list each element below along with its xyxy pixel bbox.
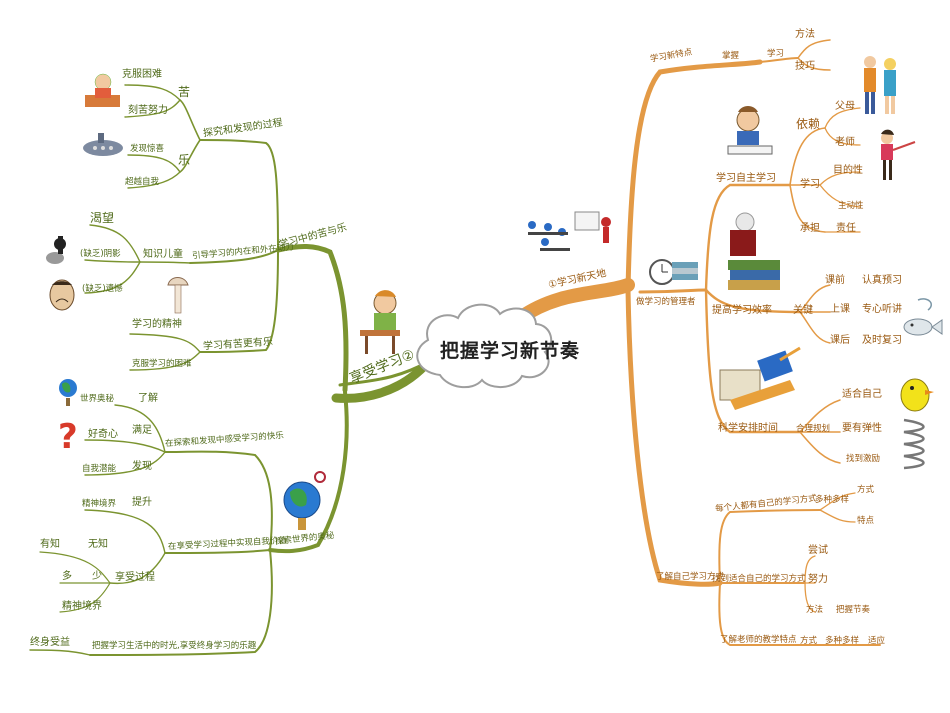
node-spirit-realm-2: 精神境界 xyxy=(62,601,102,612)
student-reading-icon xyxy=(360,290,400,354)
node-effort: 努力 xyxy=(808,574,828,585)
node-master: 掌握 xyxy=(722,51,740,61)
node-desire: 渴望 xyxy=(90,211,115,225)
node-adapt: 适应 xyxy=(868,636,886,646)
node-key: 关键 xyxy=(793,305,813,316)
node-curiosity: 好奇心 xyxy=(88,429,118,440)
node-discover: 发现 xyxy=(132,461,152,472)
node-schedule: 科学安排时间 xyxy=(718,423,778,434)
teacher-icon xyxy=(881,129,916,180)
node-teacher: 老师 xyxy=(835,137,855,148)
node-potential: 自我潜能 xyxy=(82,464,117,474)
node-more: 多 xyxy=(62,571,72,582)
node-self-study: 学习自主学习 xyxy=(716,173,776,184)
globe-icon xyxy=(283,471,326,530)
node-surprise: 发现惊喜 xyxy=(130,144,165,154)
node-knowing: 有知 xyxy=(40,539,60,550)
node-find-method: 找到适合自己的学习方式 xyxy=(712,574,806,584)
right-branch-lines xyxy=(513,39,881,647)
node-lifelong: 把握学习生活中的时光,享受终身学习的乐趣 xyxy=(92,641,257,651)
node-rely: 依赖 xyxy=(796,117,821,131)
node-after-class: 课后 xyxy=(830,335,850,346)
node-teacher-style: 了解老师的教学特点 xyxy=(720,635,797,645)
node-review: 及时复习 xyxy=(862,335,902,346)
svg-text:?: ? xyxy=(58,417,78,457)
cloud-icon xyxy=(416,303,553,389)
node-learn: 学习 xyxy=(800,179,820,190)
node-suit-self: 适合自己 xyxy=(842,389,882,400)
node-efficiency: 提高学习效率 xyxy=(712,305,772,316)
node-spirit-realm: 精神境界 xyxy=(82,499,117,509)
node-joy: 乐 xyxy=(178,153,191,167)
student-reading-icon xyxy=(727,106,773,155)
node-motivate: 找到激励 xyxy=(846,454,881,464)
node-manager: 做学习的管理者 xyxy=(636,297,696,307)
node-bear: 承担 xyxy=(800,223,820,234)
submarine-icon xyxy=(83,133,123,156)
node-purpose: 目的性 xyxy=(833,165,863,176)
node-understand: 了解 xyxy=(138,393,158,404)
ruler-icon xyxy=(719,346,801,410)
node-way-2: 方法 xyxy=(806,605,824,615)
node-diligent: 刻苦努力 xyxy=(128,105,168,116)
node-flexible: 要有弹性 xyxy=(842,423,882,434)
node-study: 学习 xyxy=(767,49,785,59)
node-way: 方式 xyxy=(857,485,875,495)
node-way-3: 方式 xyxy=(800,636,818,646)
node-satisfy: 满足 xyxy=(132,425,152,436)
sad-face-icon xyxy=(49,279,75,311)
books-icon xyxy=(672,262,698,280)
node-rhythm: 把握节奏 xyxy=(836,605,871,615)
node-promote: 提升 xyxy=(132,497,152,508)
globe-icon xyxy=(59,379,77,406)
node-feature: 特点 xyxy=(857,516,875,526)
mouse-icon xyxy=(46,236,66,264)
node-less: 少 xyxy=(92,571,102,582)
node-bitter: 苦 xyxy=(178,85,191,99)
mushroom-icon xyxy=(167,277,189,314)
classroom-icon xyxy=(528,211,611,251)
node-listen: 专心听讲 xyxy=(862,304,902,315)
node-skill: 技巧 xyxy=(795,61,815,72)
node-responsibility: 责任 xyxy=(836,223,856,234)
node-parents: 父母 xyxy=(835,101,855,112)
node-lifelong-benefit: 终身受益 xyxy=(30,637,70,648)
node-overcome: 克服困难 xyxy=(122,69,162,80)
bird-spring-icon xyxy=(900,378,934,470)
node-enjoy-process: 享受过程 xyxy=(115,572,155,583)
node-various: 多种多样 xyxy=(815,495,850,505)
node-world-mystery: 世界奥秘 xyxy=(80,394,115,404)
node-knowledge-child: 知识儿童 xyxy=(143,249,183,260)
node-learning-spirit: 学习的精神 xyxy=(132,319,182,330)
node-various-2: 多种多样 xyxy=(825,636,860,646)
node-method: 方法 xyxy=(795,29,815,40)
books-icon xyxy=(728,212,780,290)
fish-icon xyxy=(903,298,943,336)
node-in-class: 上课 xyxy=(830,304,850,315)
node-surpass: 超越自我 xyxy=(125,177,160,187)
node-preview: 认真预习 xyxy=(862,275,902,286)
alarm-clock-icon xyxy=(649,259,675,285)
node-shadow: (缺乏)阴影 xyxy=(80,249,121,259)
question-mark-icon: ? xyxy=(58,417,78,457)
student-reading-icon xyxy=(85,73,120,107)
left-branch-lines xyxy=(29,84,435,656)
node-before-class: 课前 xyxy=(825,275,845,286)
parents-icon xyxy=(864,56,896,114)
center-title: 把握学习新节奏 xyxy=(440,340,581,362)
node-try: 尝试 xyxy=(808,545,828,556)
node-initiative: 主动性 xyxy=(838,201,864,211)
node-plan: 合理规划 xyxy=(796,424,831,434)
node-overcome-difficulty: 克服学习的困难 xyxy=(132,359,192,369)
node-regret: (缺乏)遗憾 xyxy=(82,284,123,294)
node-unknowing: 无知 xyxy=(88,539,108,550)
node-know-self-method: 了解自己学习方式 xyxy=(656,572,725,582)
